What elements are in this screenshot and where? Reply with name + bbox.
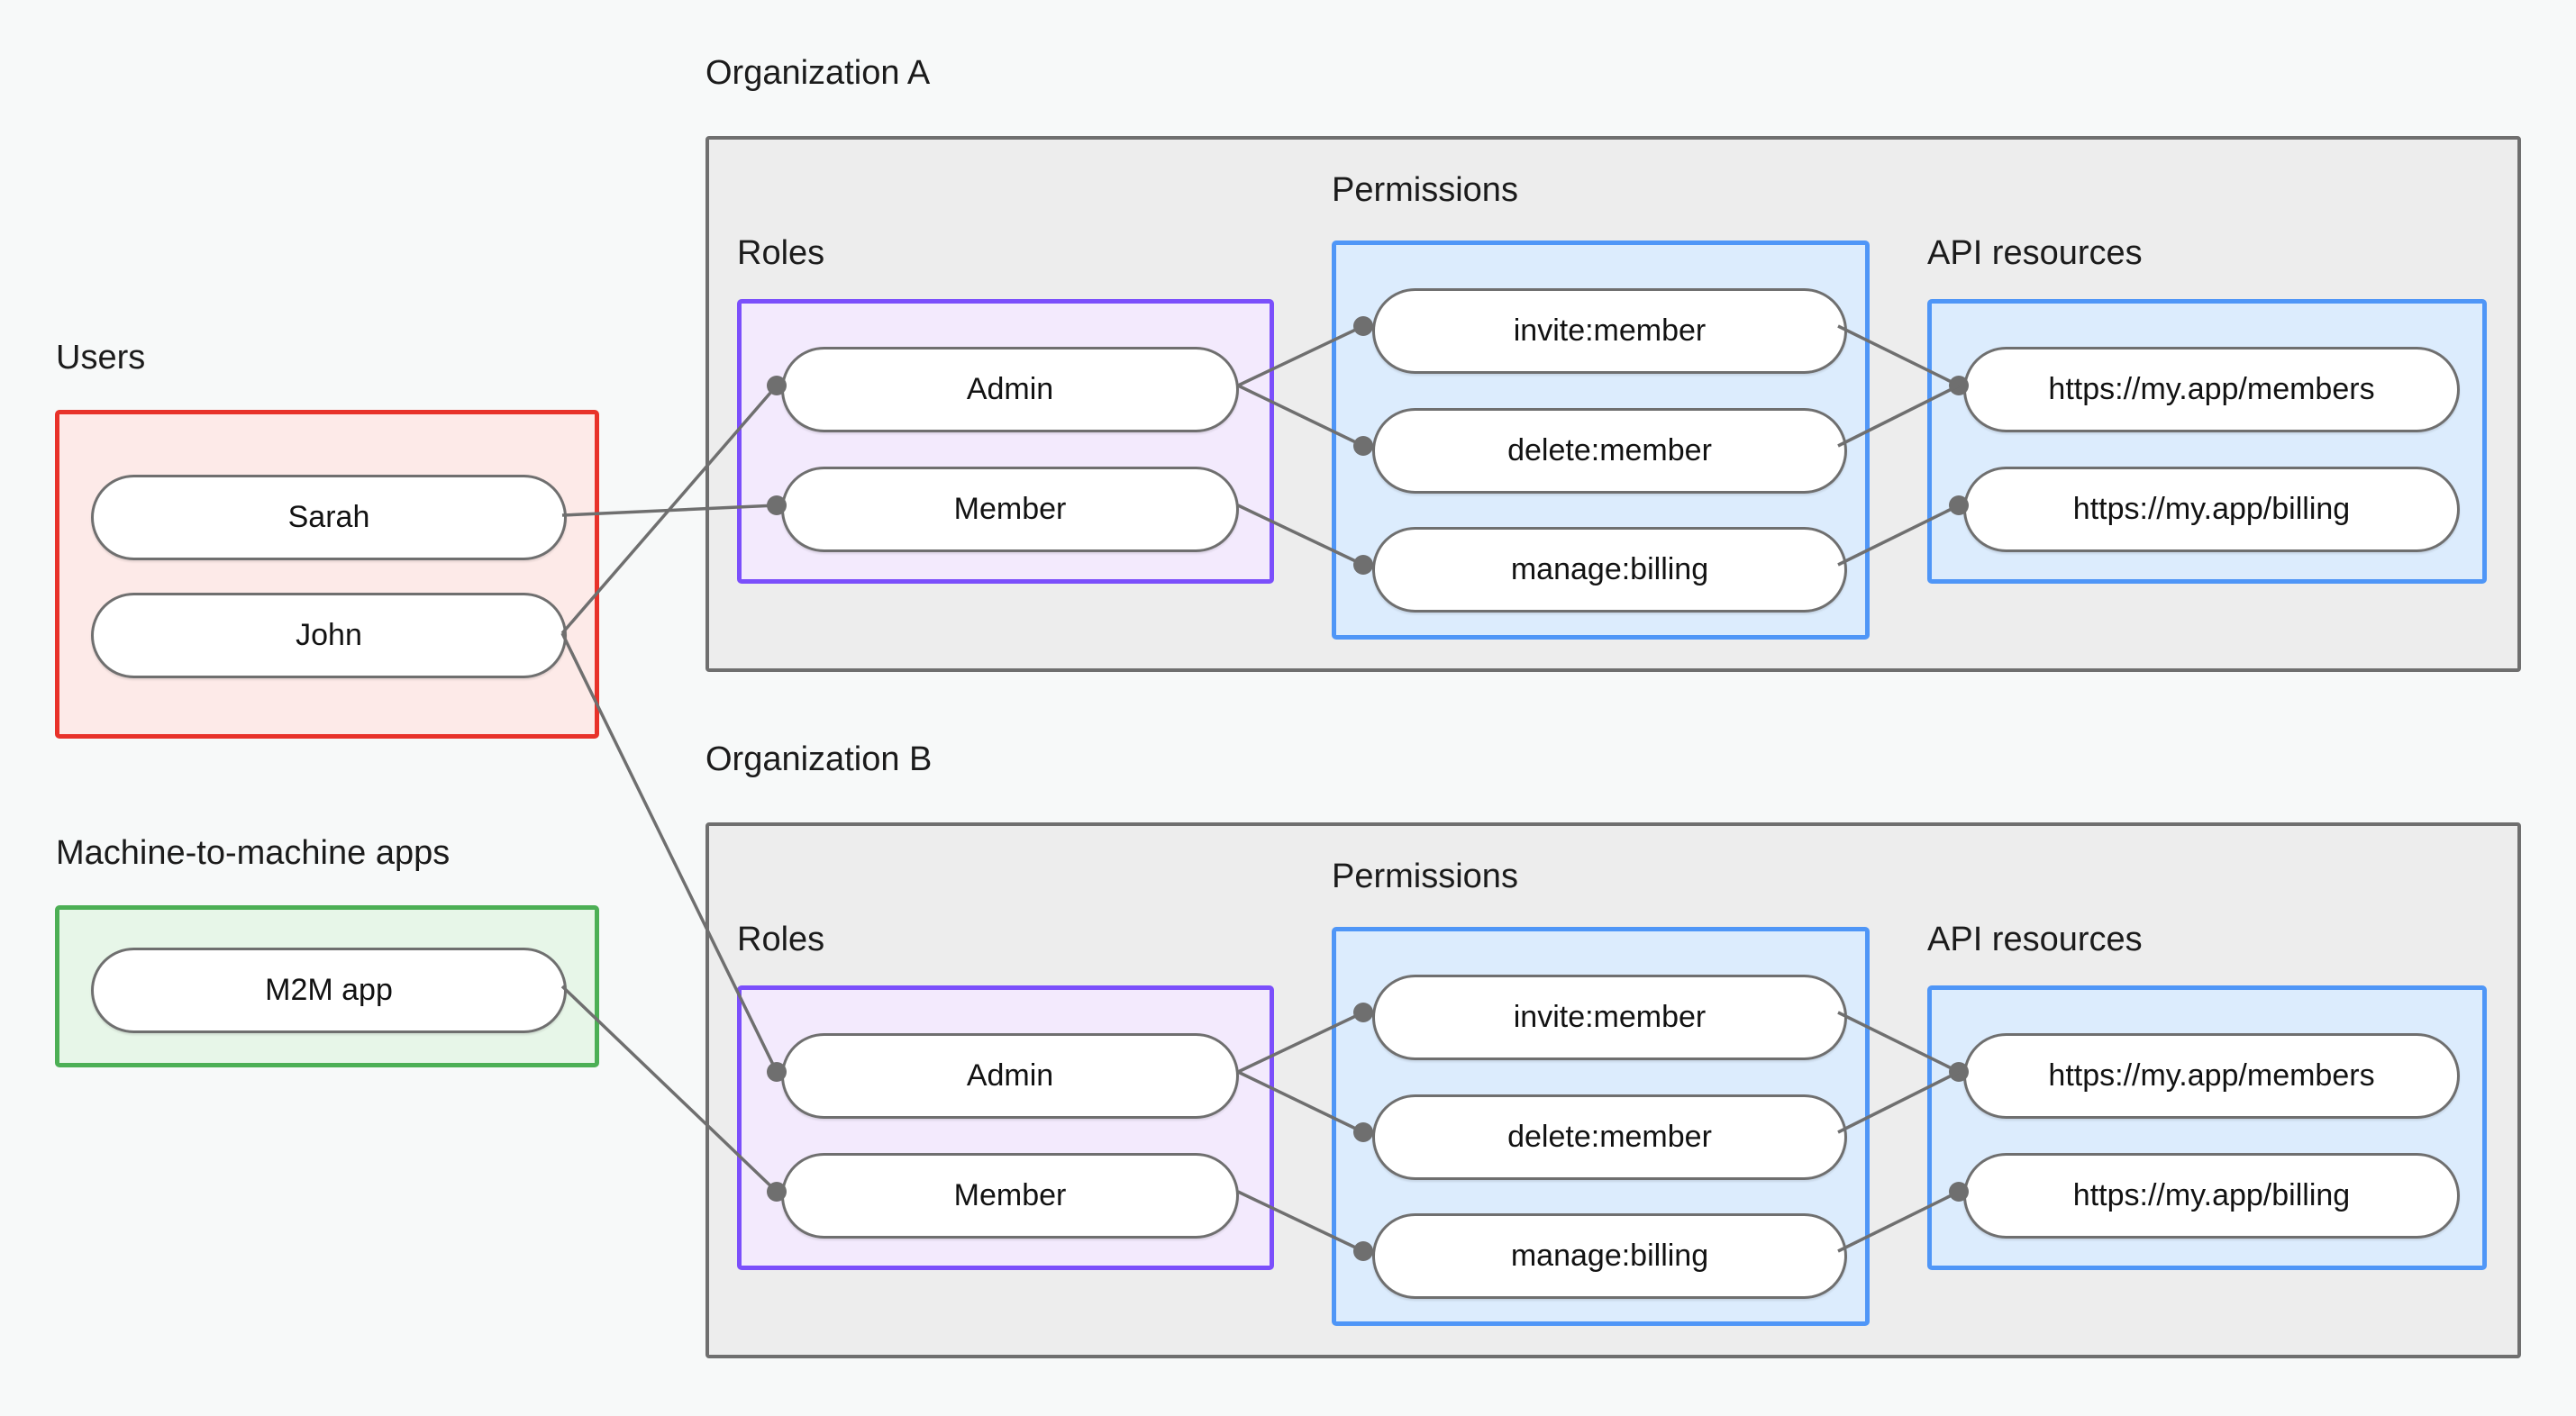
- org-a-roles-label: Roles: [737, 234, 825, 272]
- m2m-node-app[interactable]: M2M app: [91, 948, 567, 1033]
- users-group-label: Users: [56, 339, 146, 377]
- org-b-api-resource-members[interactable]: https://my.app/members: [1963, 1033, 2460, 1119]
- org-a-permission-manage-billing[interactable]: manage:billing: [1372, 527, 1847, 613]
- org-a-permissions-label: Permissions: [1332, 171, 1518, 209]
- org-a-permission-invite-member[interactable]: invite:member: [1372, 288, 1847, 374]
- org-b-permissions-box: invite:member delete:member manage:billi…: [1332, 927, 1870, 1326]
- org-b-api-resources-box: https://my.app/members https://my.app/bi…: [1927, 985, 2487, 1270]
- org-a-permissions-box: invite:member delete:member manage:billi…: [1332, 241, 1870, 640]
- org-a-title: Organization A: [705, 54, 931, 92]
- org-a-role-member[interactable]: Member: [781, 467, 1239, 552]
- org-b-title: Organization B: [705, 740, 933, 778]
- org-a-api-resources-box: https://my.app/members https://my.app/bi…: [1927, 299, 2487, 584]
- org-b-permission-invite-member[interactable]: invite:member: [1372, 975, 1847, 1060]
- m2m-apps-box: M2M app: [55, 905, 599, 1067]
- org-b-permissions-label: Permissions: [1332, 858, 1518, 895]
- org-a-roles-box: Admin Member: [737, 299, 1274, 584]
- org-b-api-resources-label: API resources: [1927, 921, 2143, 958]
- org-b-role-member[interactable]: Member: [781, 1153, 1239, 1239]
- org-a-api-resource-billing[interactable]: https://my.app/billing: [1963, 467, 2460, 552]
- users-box: Sarah John: [55, 410, 599, 739]
- user-node-john[interactable]: John: [91, 593, 567, 678]
- org-a-permission-delete-member[interactable]: delete:member: [1372, 408, 1847, 494]
- org-a-api-resources-label: API resources: [1927, 234, 2143, 272]
- org-b-roles-label: Roles: [737, 921, 825, 958]
- org-b-roles-box: Admin Member: [737, 985, 1274, 1270]
- org-a-api-resource-members[interactable]: https://my.app/members: [1963, 347, 2460, 432]
- org-b-permission-delete-member[interactable]: delete:member: [1372, 1094, 1847, 1180]
- org-b-role-admin[interactable]: Admin: [781, 1033, 1239, 1119]
- org-b-api-resource-billing[interactable]: https://my.app/billing: [1963, 1153, 2460, 1239]
- org-b-permission-manage-billing[interactable]: manage:billing: [1372, 1213, 1847, 1299]
- m2m-group-label: Machine-to-machine apps: [56, 834, 451, 872]
- org-a-role-admin[interactable]: Admin: [781, 347, 1239, 432]
- user-node-sarah[interactable]: Sarah: [91, 475, 567, 560]
